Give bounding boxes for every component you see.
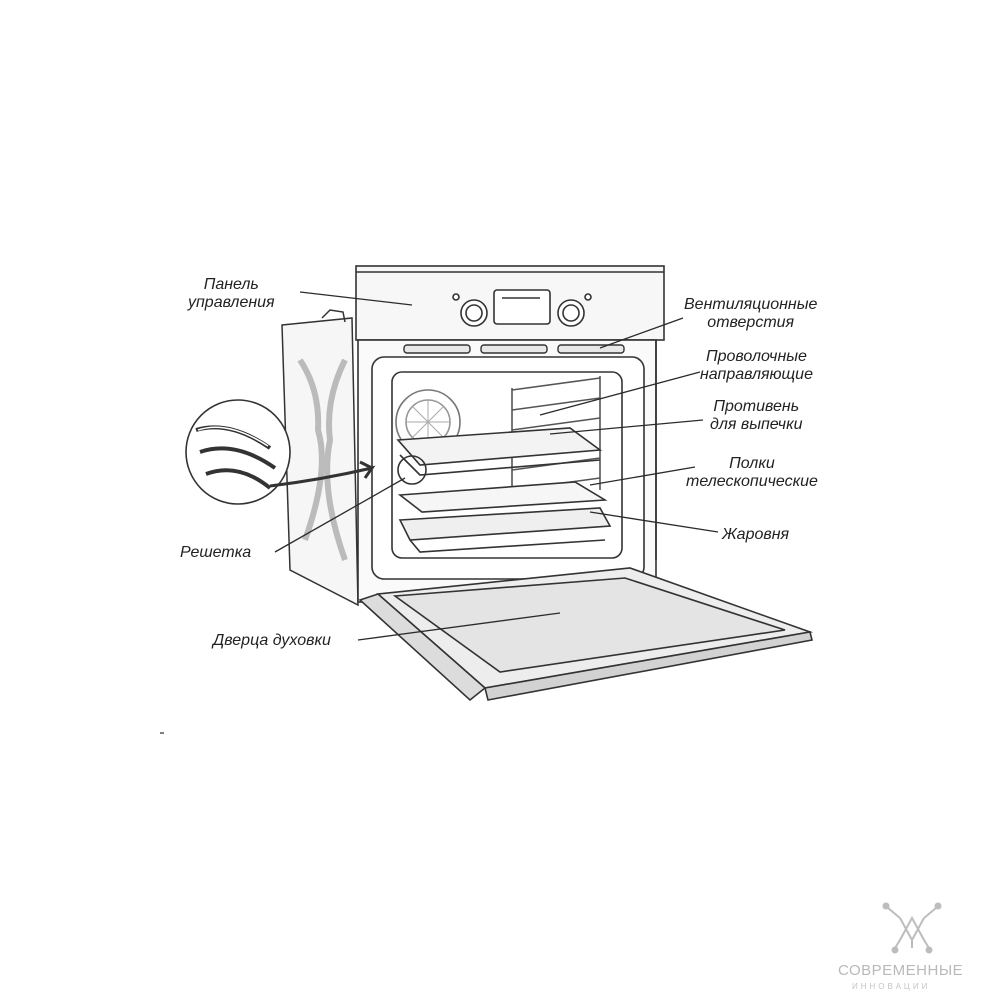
watermark-text: СОВРЕМЕННЫЕ bbox=[838, 962, 964, 979]
rack-zoom-callout bbox=[185, 399, 427, 505]
label-grill: Решетка bbox=[180, 544, 252, 561]
control-knobs bbox=[452, 289, 592, 327]
watermark-subtext: ИННОВАЦИИ bbox=[852, 982, 931, 991]
side-panel bbox=[281, 309, 359, 607]
oven-door bbox=[358, 567, 814, 702]
label-roaster: Жаровня bbox=[722, 526, 790, 543]
label-oven-door: Дверца духовки bbox=[213, 632, 331, 649]
watermark-logo-icon bbox=[882, 902, 942, 954]
oven-cavity bbox=[371, 356, 645, 580]
vent-slots bbox=[403, 344, 625, 354]
leader-lines bbox=[274, 291, 719, 641]
